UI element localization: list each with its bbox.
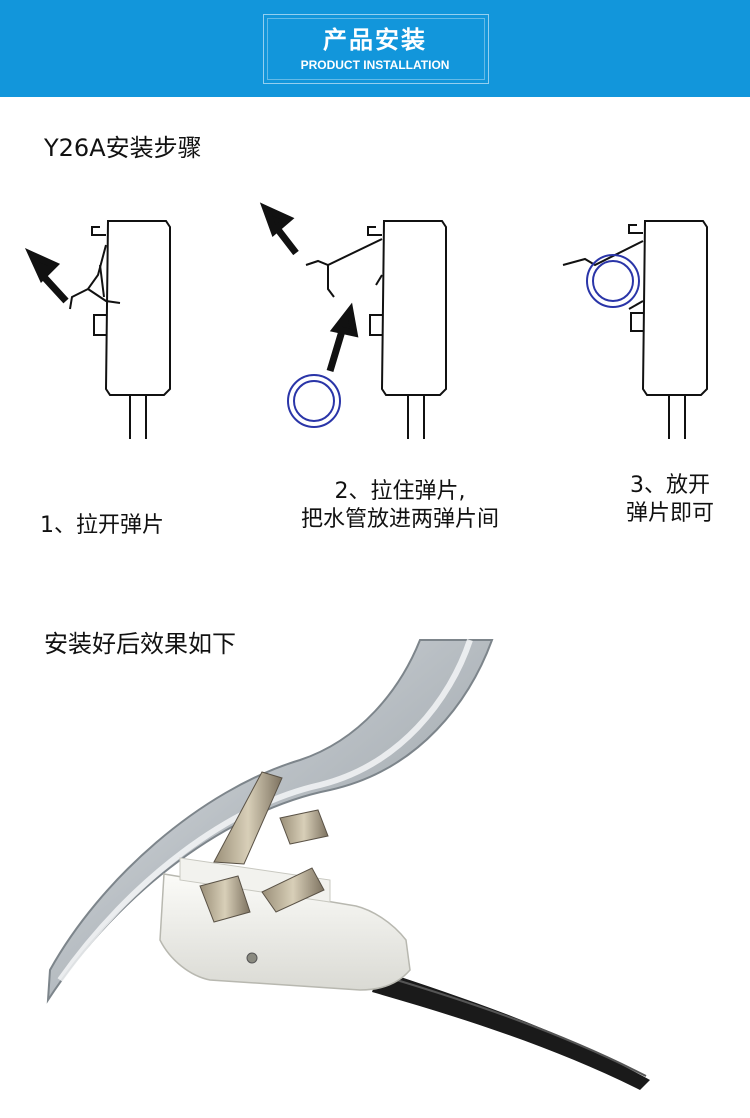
step3-sensor-body — [641, 220, 708, 396]
screw-hole-icon — [246, 952, 258, 964]
step1-diagram — [24, 220, 171, 439]
step2-label-line1: 2、拉住弹片, — [334, 479, 466, 504]
step3-spring-clip — [562, 240, 644, 267]
step2-arrow-pipe-icon — [326, 302, 359, 373]
step3-diagram — [562, 220, 708, 439]
black-cable — [372, 970, 650, 1090]
step2-diagram — [259, 202, 447, 439]
metal-spring-clip — [213, 771, 283, 865]
step3-pipe-icon — [586, 254, 640, 308]
header-banner: 产品安装 PRODUCT INSTALLATION — [0, 0, 750, 97]
step2-pipe-icon — [287, 374, 341, 428]
step2-spring-clip — [305, 238, 383, 267]
step1-arrow-icon — [24, 247, 69, 304]
banner-subtitle: PRODUCT INSTALLATION — [300, 58, 450, 72]
step2-sensor-body — [380, 220, 447, 396]
step1-sensor-body — [104, 220, 171, 396]
step2-label: 2、拉住弹片, 把水管放进两弹片间 — [250, 478, 550, 534]
banner-frame — [263, 14, 489, 84]
water-pipe — [46, 639, 494, 1004]
step3-label-line2: 弹片即可 — [625, 501, 714, 526]
step2-label-line2: 把水管放进两弹片间 — [300, 507, 499, 532]
step1-label-line1: 1、拉开弹片 — [40, 513, 164, 538]
step3-label-line1: 3、放开 — [630, 473, 710, 498]
banner-title: 产品安装 — [323, 26, 427, 54]
steps-heading: Y26A安装步骤 — [44, 134, 202, 162]
step1-label: 1、拉开弹片 — [40, 512, 240, 540]
result-heading: 安装好后效果如下 — [44, 630, 236, 658]
step3-label: 3、放开 弹片即可 — [600, 472, 740, 528]
installed-product-photo — [46, 639, 650, 1090]
step2-arrow-up-icon — [259, 202, 299, 256]
